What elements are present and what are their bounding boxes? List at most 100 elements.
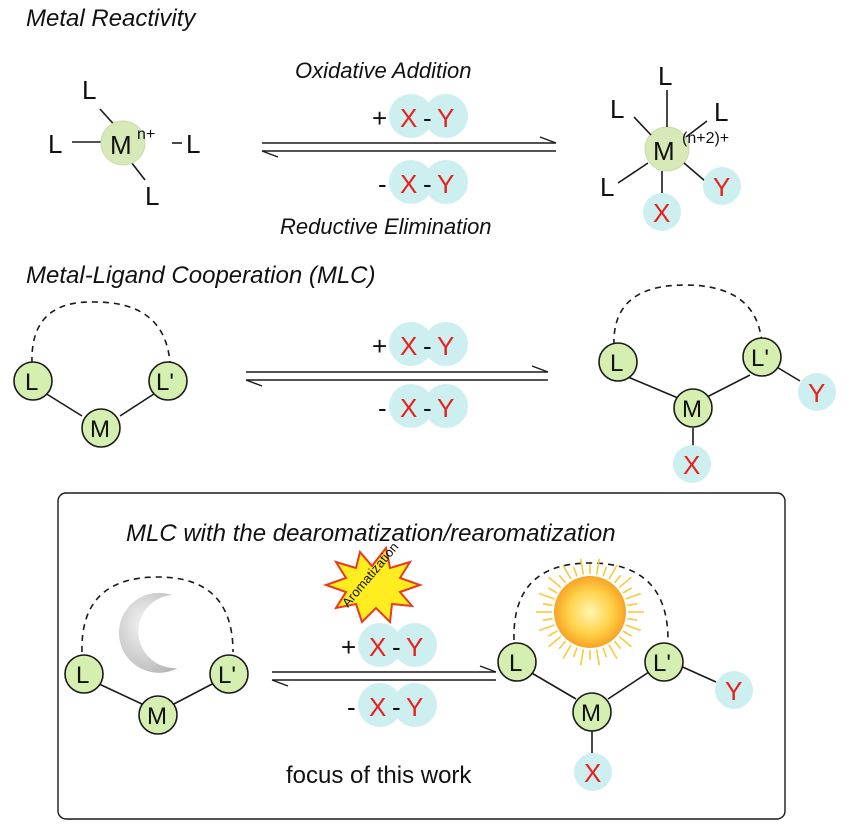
sun-ray: [608, 564, 618, 580]
metal-label: M: [147, 703, 167, 730]
minus-sign: -: [347, 692, 356, 722]
ligand-l-label: L: [25, 369, 38, 396]
sun-ray: [622, 587, 632, 594]
sun-ray: [627, 602, 638, 607]
metal-complex-product: M (n+2)+ L L L L X Y: [600, 61, 741, 231]
x-reagent: X: [400, 103, 417, 133]
bond-dash: -: [392, 632, 401, 662]
sun-icon: [536, 558, 644, 666]
mlc-pincer-product: L M L' X Y: [598, 284, 836, 483]
bond-dash: -: [423, 169, 432, 199]
metal-complex-start: M n+ L L L L: [48, 75, 200, 211]
ligand-label: L: [48, 129, 62, 159]
charge-label: n+: [137, 126, 155, 143]
sun-ray: [538, 624, 555, 632]
sun-ray: [548, 635, 562, 648]
sun-ray: [627, 617, 638, 622]
metal-label: M: [682, 396, 702, 423]
sun-ray: [608, 644, 618, 660]
mlc-pincer-start: L M L': [13, 301, 188, 448]
sun-ray: [602, 647, 608, 658]
sun-ray: [542, 602, 553, 607]
plus-sign: +: [341, 632, 356, 662]
reaction-aromatization: Aromatization + X - Y - X - Y: [271, 539, 497, 727]
ligand-label: L: [186, 129, 200, 159]
ligand-label: L: [610, 94, 624, 124]
bond-dash: -: [423, 103, 432, 133]
metal-label: M: [653, 136, 675, 166]
charge-label: (n+2)+: [682, 130, 729, 147]
x-reagent: X: [400, 169, 417, 199]
sun-ray: [572, 647, 578, 658]
bond-dash: -: [392, 692, 401, 722]
sun-ray: [558, 640, 567, 650]
ligand-lprime-label: L': [156, 369, 174, 396]
sun-ray: [625, 592, 642, 600]
sun-ray: [602, 566, 608, 577]
minus-sign: -: [378, 393, 387, 423]
x-reagent: X: [369, 632, 386, 662]
y-atom: Y: [808, 378, 825, 408]
focus-box: [57, 492, 786, 820]
sun-ray: [542, 617, 553, 622]
y-reagent: Y: [437, 103, 454, 133]
ligand-label: L: [714, 97, 728, 127]
sun-ray: [613, 574, 622, 584]
reductive-elimination-label: Reductive Elimination: [280, 214, 492, 239]
sun-ray: [548, 587, 558, 594]
y-reagent: Y: [437, 331, 454, 361]
ligand-lprime-label: L': [653, 650, 671, 677]
plus-sign: +: [372, 103, 387, 133]
ligand-label: L: [82, 75, 96, 105]
x-reagent: X: [400, 331, 417, 361]
reaction-mlc: + X - Y - X - Y: [245, 322, 549, 428]
sun-ray: [558, 574, 567, 584]
metal-label: M: [110, 130, 132, 160]
ligand-l-label: L: [76, 662, 89, 689]
ligand-label: L: [658, 61, 672, 91]
oxidative-addition-label: Oxidative Addition: [295, 58, 472, 83]
mlc-heading: Metal-Ligand Cooperation (MLC): [26, 262, 376, 289]
sun-ray: [625, 624, 642, 632]
ligand-l-label: L: [610, 350, 623, 377]
bond-dash: -: [423, 393, 432, 423]
minus-sign: -: [378, 169, 387, 199]
focus-caption: focus of this work: [286, 762, 472, 789]
metal-label: M: [581, 700, 601, 727]
x-reagent: X: [369, 692, 386, 722]
bond-dash: -: [423, 331, 432, 361]
moon-icon: [118, 592, 178, 673]
ligand-l-label: L: [509, 650, 522, 677]
metal-label: M: [90, 416, 110, 443]
sun-ray: [618, 576, 632, 589]
y-reagent: Y: [406, 692, 423, 722]
sun-ray: [548, 630, 558, 637]
sun-ray: [595, 649, 601, 666]
ligand-label: L: [145, 181, 159, 211]
ligand-lprime-label: L': [218, 662, 236, 689]
x-atom: X: [683, 450, 700, 480]
sun-ray: [613, 640, 622, 650]
starburst-icon: [322, 545, 424, 625]
dearomatized-pincer: L M L': [64, 576, 249, 735]
sun-ray: [562, 644, 572, 660]
metal-reactivity-heading: Metal Reactivity: [26, 5, 197, 32]
sun-ray: [622, 630, 632, 637]
x-atom: X: [653, 198, 670, 228]
y-atom: Y: [725, 676, 742, 706]
sun-ray: [579, 558, 585, 575]
x-atom: X: [584, 758, 601, 788]
sun-ray: [595, 558, 601, 575]
y-reagent: Y: [406, 632, 423, 662]
sun-ray: [579, 649, 585, 666]
reaction-oxidative-addition: Oxidative Addition + X - Y - X - Y Reduc…: [261, 58, 557, 239]
sun-ray: [538, 592, 555, 600]
ligand-label: L: [600, 172, 614, 202]
x-reagent: X: [400, 393, 417, 423]
sun-ray: [562, 564, 572, 580]
ligand-lprime-label: L': [751, 345, 769, 372]
metal-highlight: [100, 120, 146, 166]
plus-sign: +: [372, 331, 387, 361]
y-atom: Y: [713, 172, 730, 202]
